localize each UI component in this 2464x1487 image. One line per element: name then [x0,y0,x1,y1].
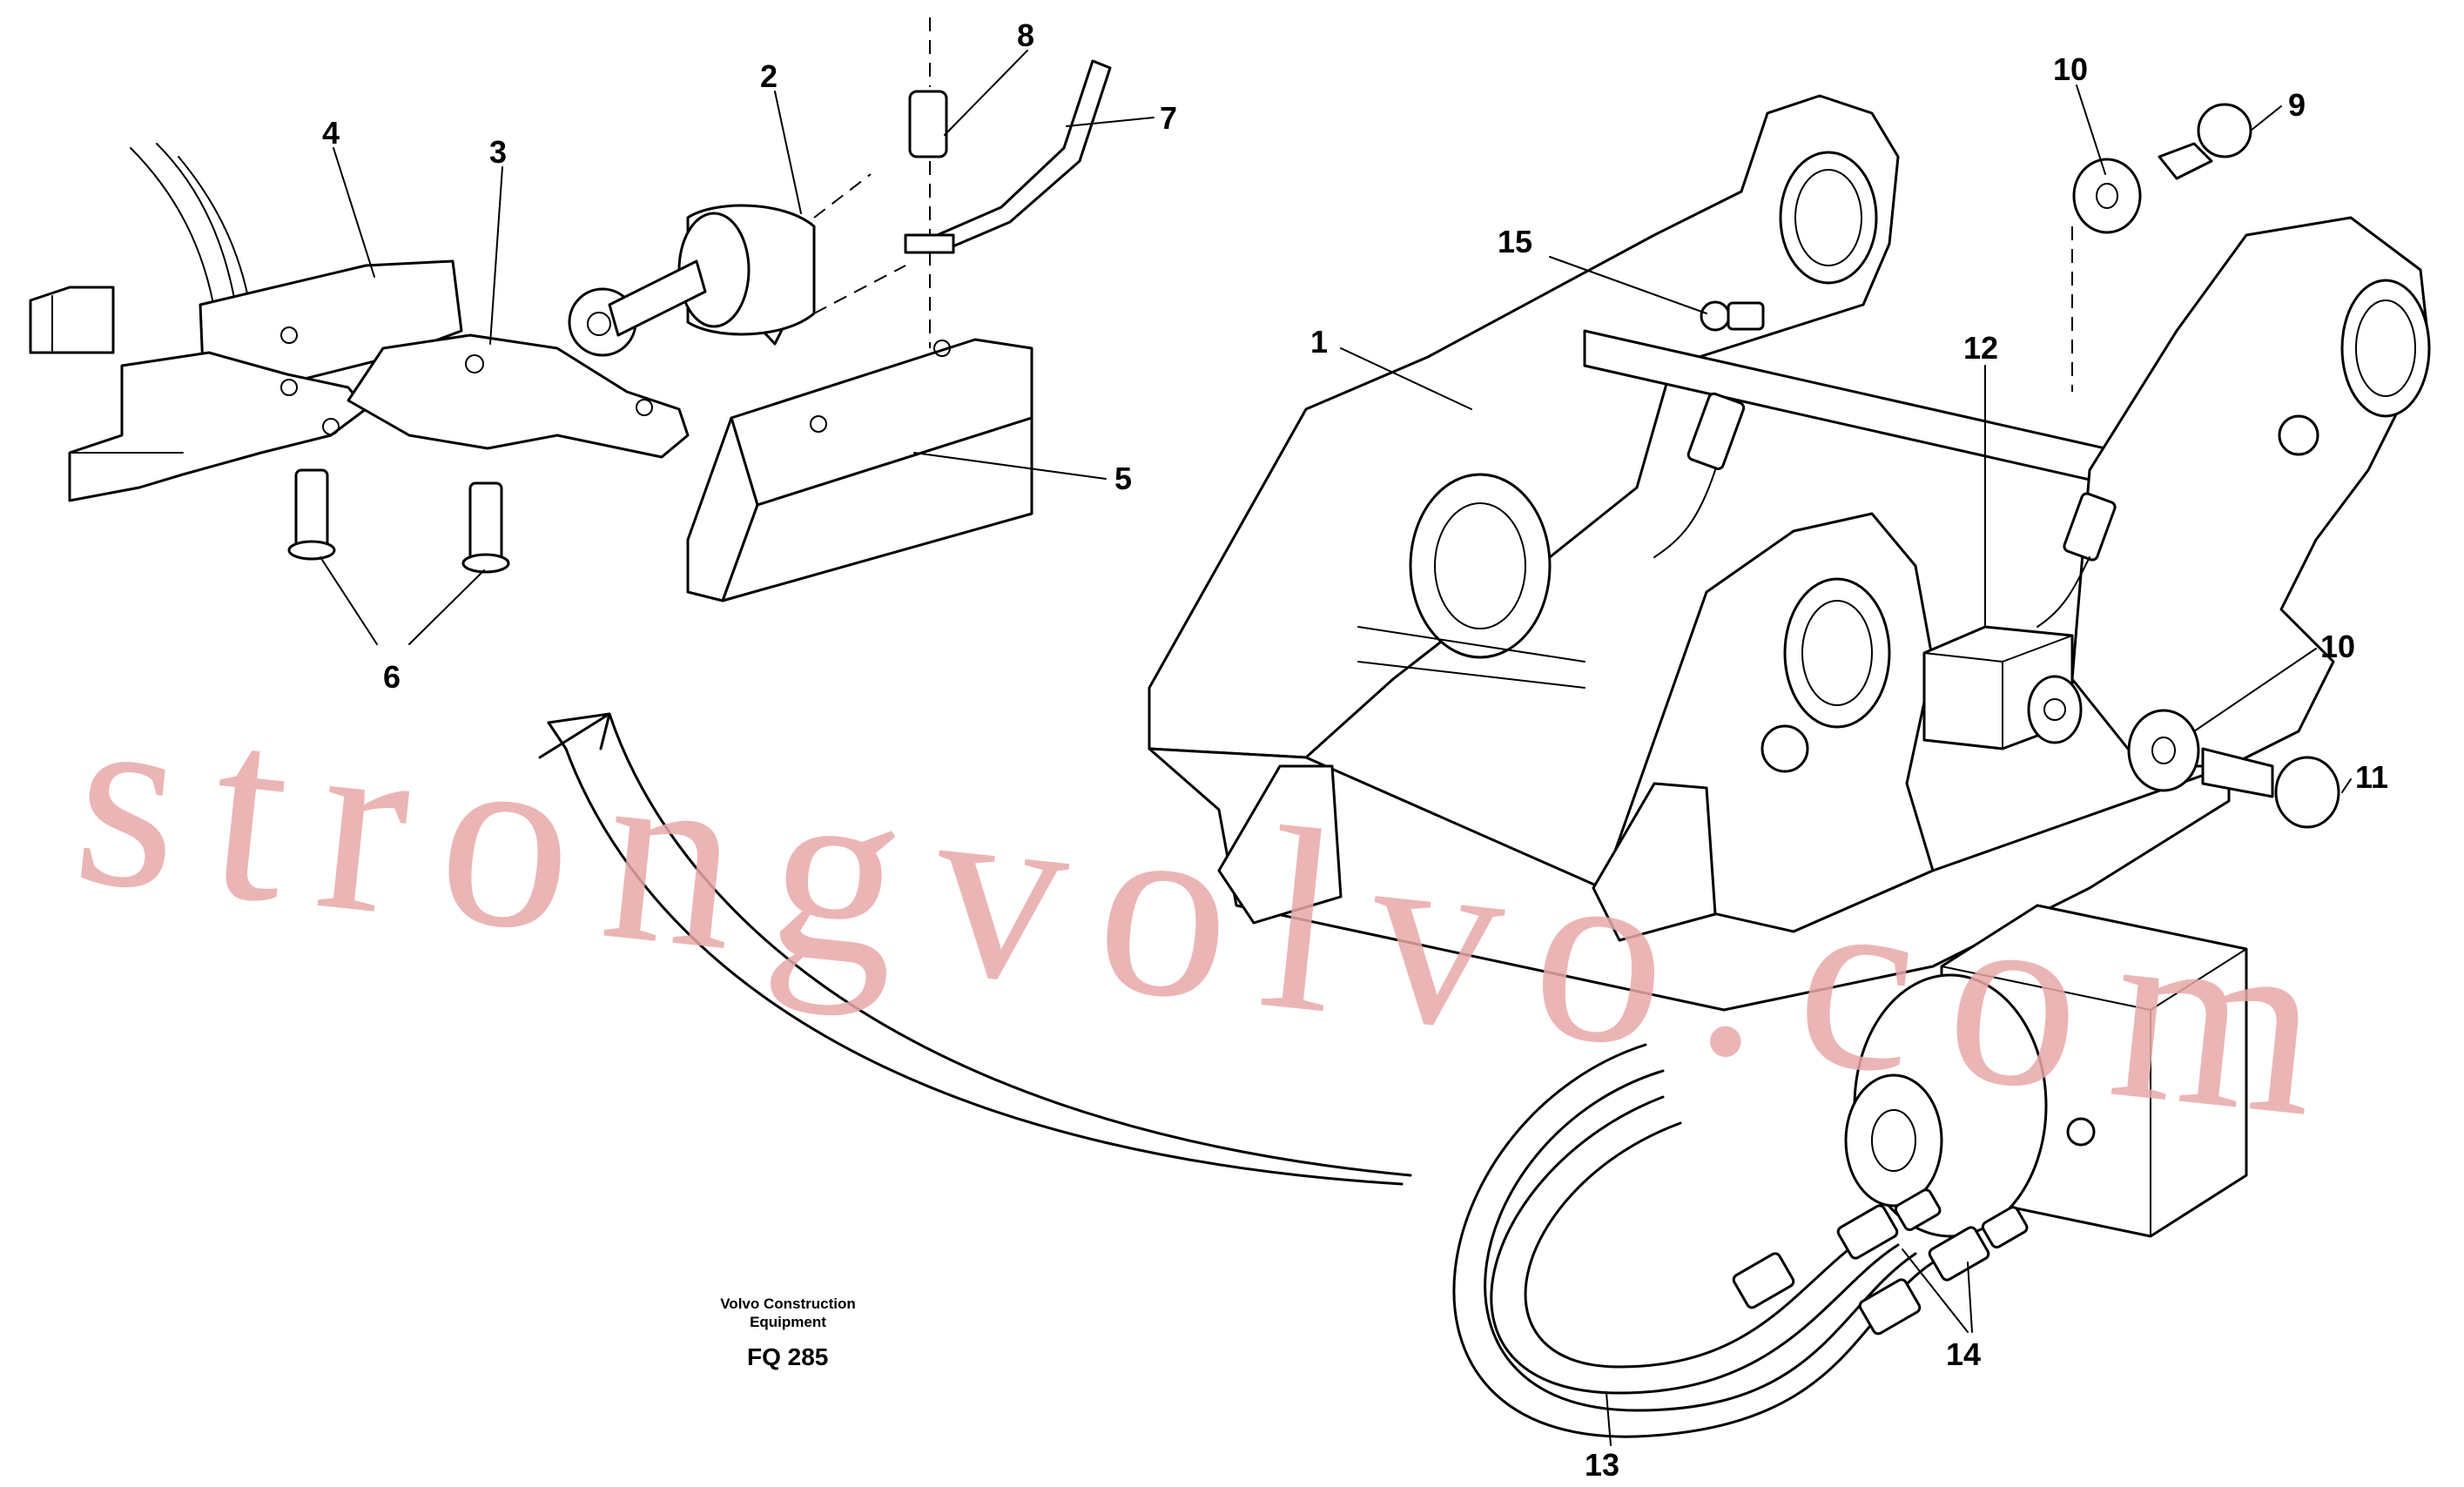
callout-14: 14 [1946,1336,1981,1372]
hydraulic-cylinder [568,173,906,357]
hydraulic-block [1844,904,2248,1238]
callout-10-top: 10 [2053,51,2088,87]
valve-block [1922,625,2083,750]
pin-and-rod [904,17,1112,348]
lock-bracket-assembly [29,143,690,574]
bolt-and-washer-right [2127,709,2340,829]
callout-5: 5 [1114,461,1132,496]
callout-7: 7 [1160,100,1177,136]
assembly-arrow [538,712,1412,1186]
callout-1: 1 [1310,324,1328,360]
leader-lines [320,50,2352,1446]
callout-9: 9 [2288,87,2306,123]
callout-11: 11 [2355,759,2388,795]
callout-labels: 4 3 2 8 7 5 6 1 15 10 9 12 10 11 13 14 [322,17,2388,1483]
callout-12: 12 [1963,330,1998,366]
callout-3: 3 [489,134,507,170]
callout-13: 13 [1585,1447,1619,1483]
footer-figure-code: FQ 285 [747,1343,828,1370]
callout-15: 15 [1498,224,1532,259]
figure-footer: Volvo Construction Equipment FQ 285 [720,1295,856,1370]
footer-company-line2: Equipment [750,1314,826,1330]
callout-10-right: 10 [2320,629,2355,664]
callout-8: 8 [1017,17,1034,53]
callout-4: 4 [322,115,340,151]
callout-2: 2 [760,58,778,94]
callout-6: 6 [383,659,401,695]
quick-coupler-frame [1148,94,2431,1012]
grease-fitting [1700,300,1765,332]
footer-company-line1: Volvo Construction [720,1295,856,1312]
hydraulic-hoses [1452,1043,2029,1438]
bolt-and-washer-top [2071,103,2252,392]
locking-wedge [686,338,1033,602]
